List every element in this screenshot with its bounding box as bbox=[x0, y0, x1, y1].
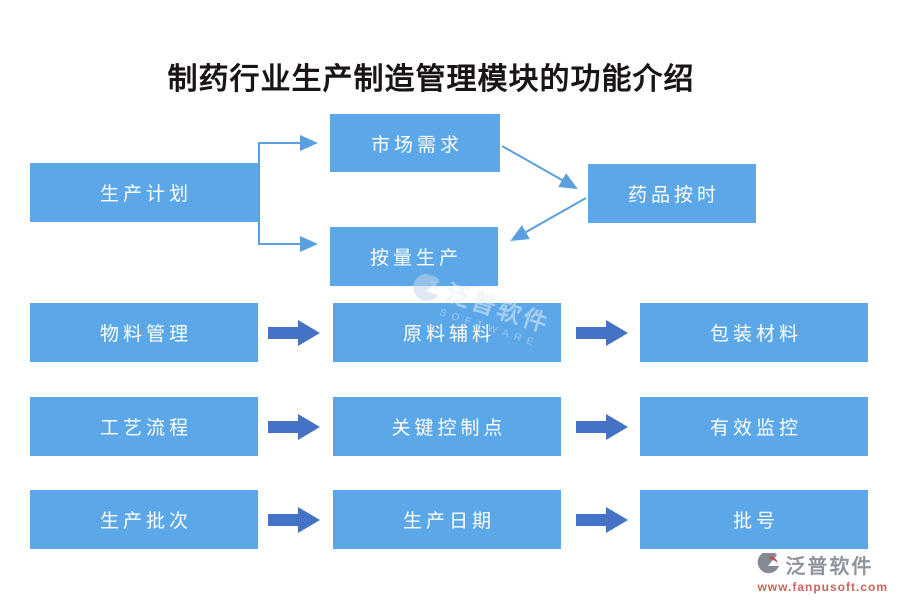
right-arrow-icon bbox=[576, 320, 628, 346]
grid-box-production-date: 生产日期 bbox=[333, 490, 561, 549]
flow-box-medicine-on-time: 药品按时 bbox=[588, 164, 756, 223]
grid-box-production-batch: 生产批次 bbox=[30, 490, 258, 549]
grid-box-key-control-points: 关键控制点 bbox=[333, 397, 561, 456]
grid-box-process-flow: 工艺流程 bbox=[30, 397, 258, 456]
fanpu-logo: 泛普软件 www.fanpusoft.com bbox=[757, 550, 888, 594]
flow-box-produce-by-quantity: 按量生产 bbox=[330, 227, 498, 286]
right-arrow-icon bbox=[268, 507, 320, 533]
right-arrow-icon bbox=[268, 320, 320, 346]
grid-box-raw-materials: 原料辅料 bbox=[333, 303, 561, 362]
arrow-market-to-ontime bbox=[501, 145, 578, 189]
fanpu-logo-icon bbox=[758, 552, 780, 573]
grid-box-packaging-materials: 包装材料 bbox=[640, 303, 868, 362]
grid-box-material-management: 物料管理 bbox=[30, 303, 258, 362]
right-arrow-icon bbox=[576, 507, 628, 533]
grid-box-batch-number: 批号 bbox=[640, 490, 868, 549]
right-arrow-icon bbox=[576, 414, 628, 440]
logo-url: www.fanpusoft.com bbox=[757, 580, 888, 594]
flow-box-production-plan: 生产计划 bbox=[30, 163, 258, 222]
grid-box-effective-monitoring: 有效监控 bbox=[640, 397, 868, 456]
right-arrow-icon bbox=[268, 414, 320, 440]
page-title: 制药行业生产制造管理模块的功能介绍 bbox=[167, 63, 695, 96]
arrow-ontime-to-quantity bbox=[510, 197, 587, 241]
logo-name: 泛普软件 bbox=[785, 556, 874, 578]
flow-box-market-demand: 市场需求 bbox=[330, 114, 500, 172]
